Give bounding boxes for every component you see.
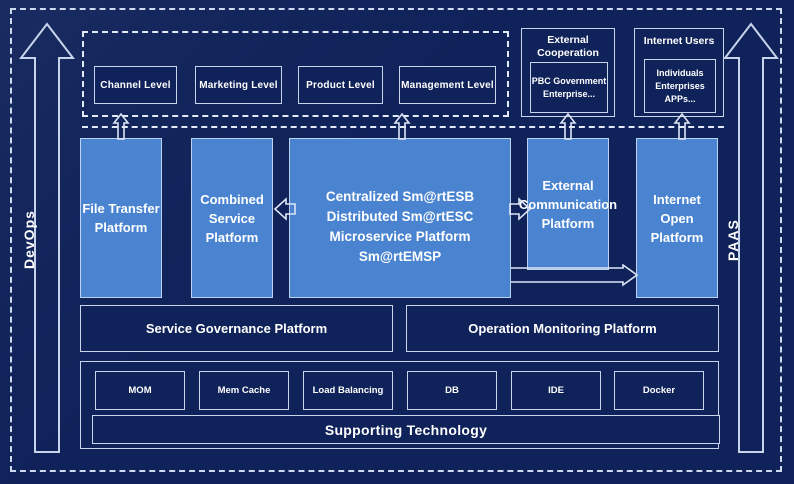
paas-label: PAAS — [725, 219, 741, 261]
tech-box-load-balancing[interactable]: Load Balancing — [303, 371, 393, 410]
management-label: Service Governance Platform — [145, 321, 328, 336]
platform-label: External Communication Platform — [518, 177, 618, 231]
management-label: Operation Monitoring Platform — [468, 321, 657, 336]
level-label: Management Level — [401, 79, 494, 91]
level-box-channel[interactable]: Channel Level — [94, 66, 177, 104]
tech-box-mom[interactable]: MOM — [95, 371, 185, 410]
tech-box-docker[interactable]: Docker — [614, 371, 704, 410]
tech-label: IDE — [548, 384, 564, 396]
devops-arrow-shape — [18, 20, 76, 456]
internet-users-title: Internet Users — [643, 35, 715, 47]
connector-arrow-up-file-transfer — [112, 112, 130, 140]
devops-label: DevOps — [21, 210, 37, 270]
level-box-management[interactable]: Management Level — [399, 66, 496, 104]
consumer-levels-group — [82, 31, 509, 117]
platform-label: Combined Service Platform — [200, 191, 264, 245]
connector-arrow-up-internet-open — [673, 112, 691, 140]
level-label: Product Level — [306, 79, 375, 91]
internet-users-members: Individuals Enterprises APPs... — [655, 67, 705, 104]
platform-box-file-transfer[interactable]: File Transfer Platform — [80, 138, 162, 298]
platform-label: File Transfer Platform — [82, 201, 160, 235]
level-label: Channel Level — [100, 79, 171, 91]
external-cooperation-title: External Cooperation — [537, 34, 599, 59]
paas-arrow-shape — [722, 20, 780, 456]
connector-arrow-up-esb — [393, 112, 411, 140]
tech-label: MOM — [128, 384, 152, 396]
outer-boundary-frame — [10, 8, 782, 472]
level-label: Marketing Level — [199, 79, 278, 91]
supporting-technology-label: Supporting Technology — [324, 421, 488, 438]
tech-box-ide[interactable]: IDE — [511, 371, 601, 410]
tech-label: Docker — [642, 384, 676, 396]
external-cooperation-members: PBC Government Enterprise... — [531, 75, 607, 99]
arrow-left-to-combined-service — [273, 196, 297, 222]
esb-line-centralized: Centralized Sm@rtESB — [325, 189, 475, 204]
platform-box-internet-open[interactable]: Internet Open Platform — [636, 138, 718, 298]
platform-box-combined-service[interactable]: Combined Service Platform — [191, 138, 273, 298]
platform-box-esb-suite[interactable]: Centralized Sm@rtESB Distributed Sm@rtES… — [289, 138, 511, 298]
management-box-operation-monitoring[interactable]: Operation Monitoring Platform — [406, 305, 719, 352]
supporting-technology-band[interactable]: Supporting Technology — [92, 415, 720, 444]
tech-label: Load Balancing — [312, 384, 384, 396]
esb-line-distributed: Distributed Sm@rtESC — [326, 209, 474, 224]
arrow-right-to-external-communication — [508, 196, 532, 222]
level-box-marketing[interactable]: Marketing Level — [195, 66, 282, 104]
esb-line-microservice: Microservice Platform Sm@rtEMSP — [329, 229, 471, 264]
tech-label: DB — [445, 384, 459, 396]
platform-box-external-communication[interactable]: External Communication Platform — [519, 138, 617, 270]
internet-users-group[interactable]: Internet Users Individuals Enterprises A… — [634, 28, 724, 117]
connector-arrow-up-external-communication — [559, 112, 577, 140]
tech-label: Mem Cache — [217, 384, 271, 396]
platform-label: Internet Open Platform — [650, 191, 704, 245]
arrow-esb-to-internet-open — [511, 264, 639, 288]
tech-box-db[interactable]: DB — [407, 371, 497, 410]
platform-group-divider — [82, 126, 724, 128]
management-box-service-governance[interactable]: Service Governance Platform — [80, 305, 393, 352]
external-cooperation-group[interactable]: External Cooperation PBC Government Ente… — [521, 28, 615, 117]
level-box-product[interactable]: Product Level — [298, 66, 383, 104]
tech-box-mem-cache[interactable]: Mem Cache — [199, 371, 289, 410]
